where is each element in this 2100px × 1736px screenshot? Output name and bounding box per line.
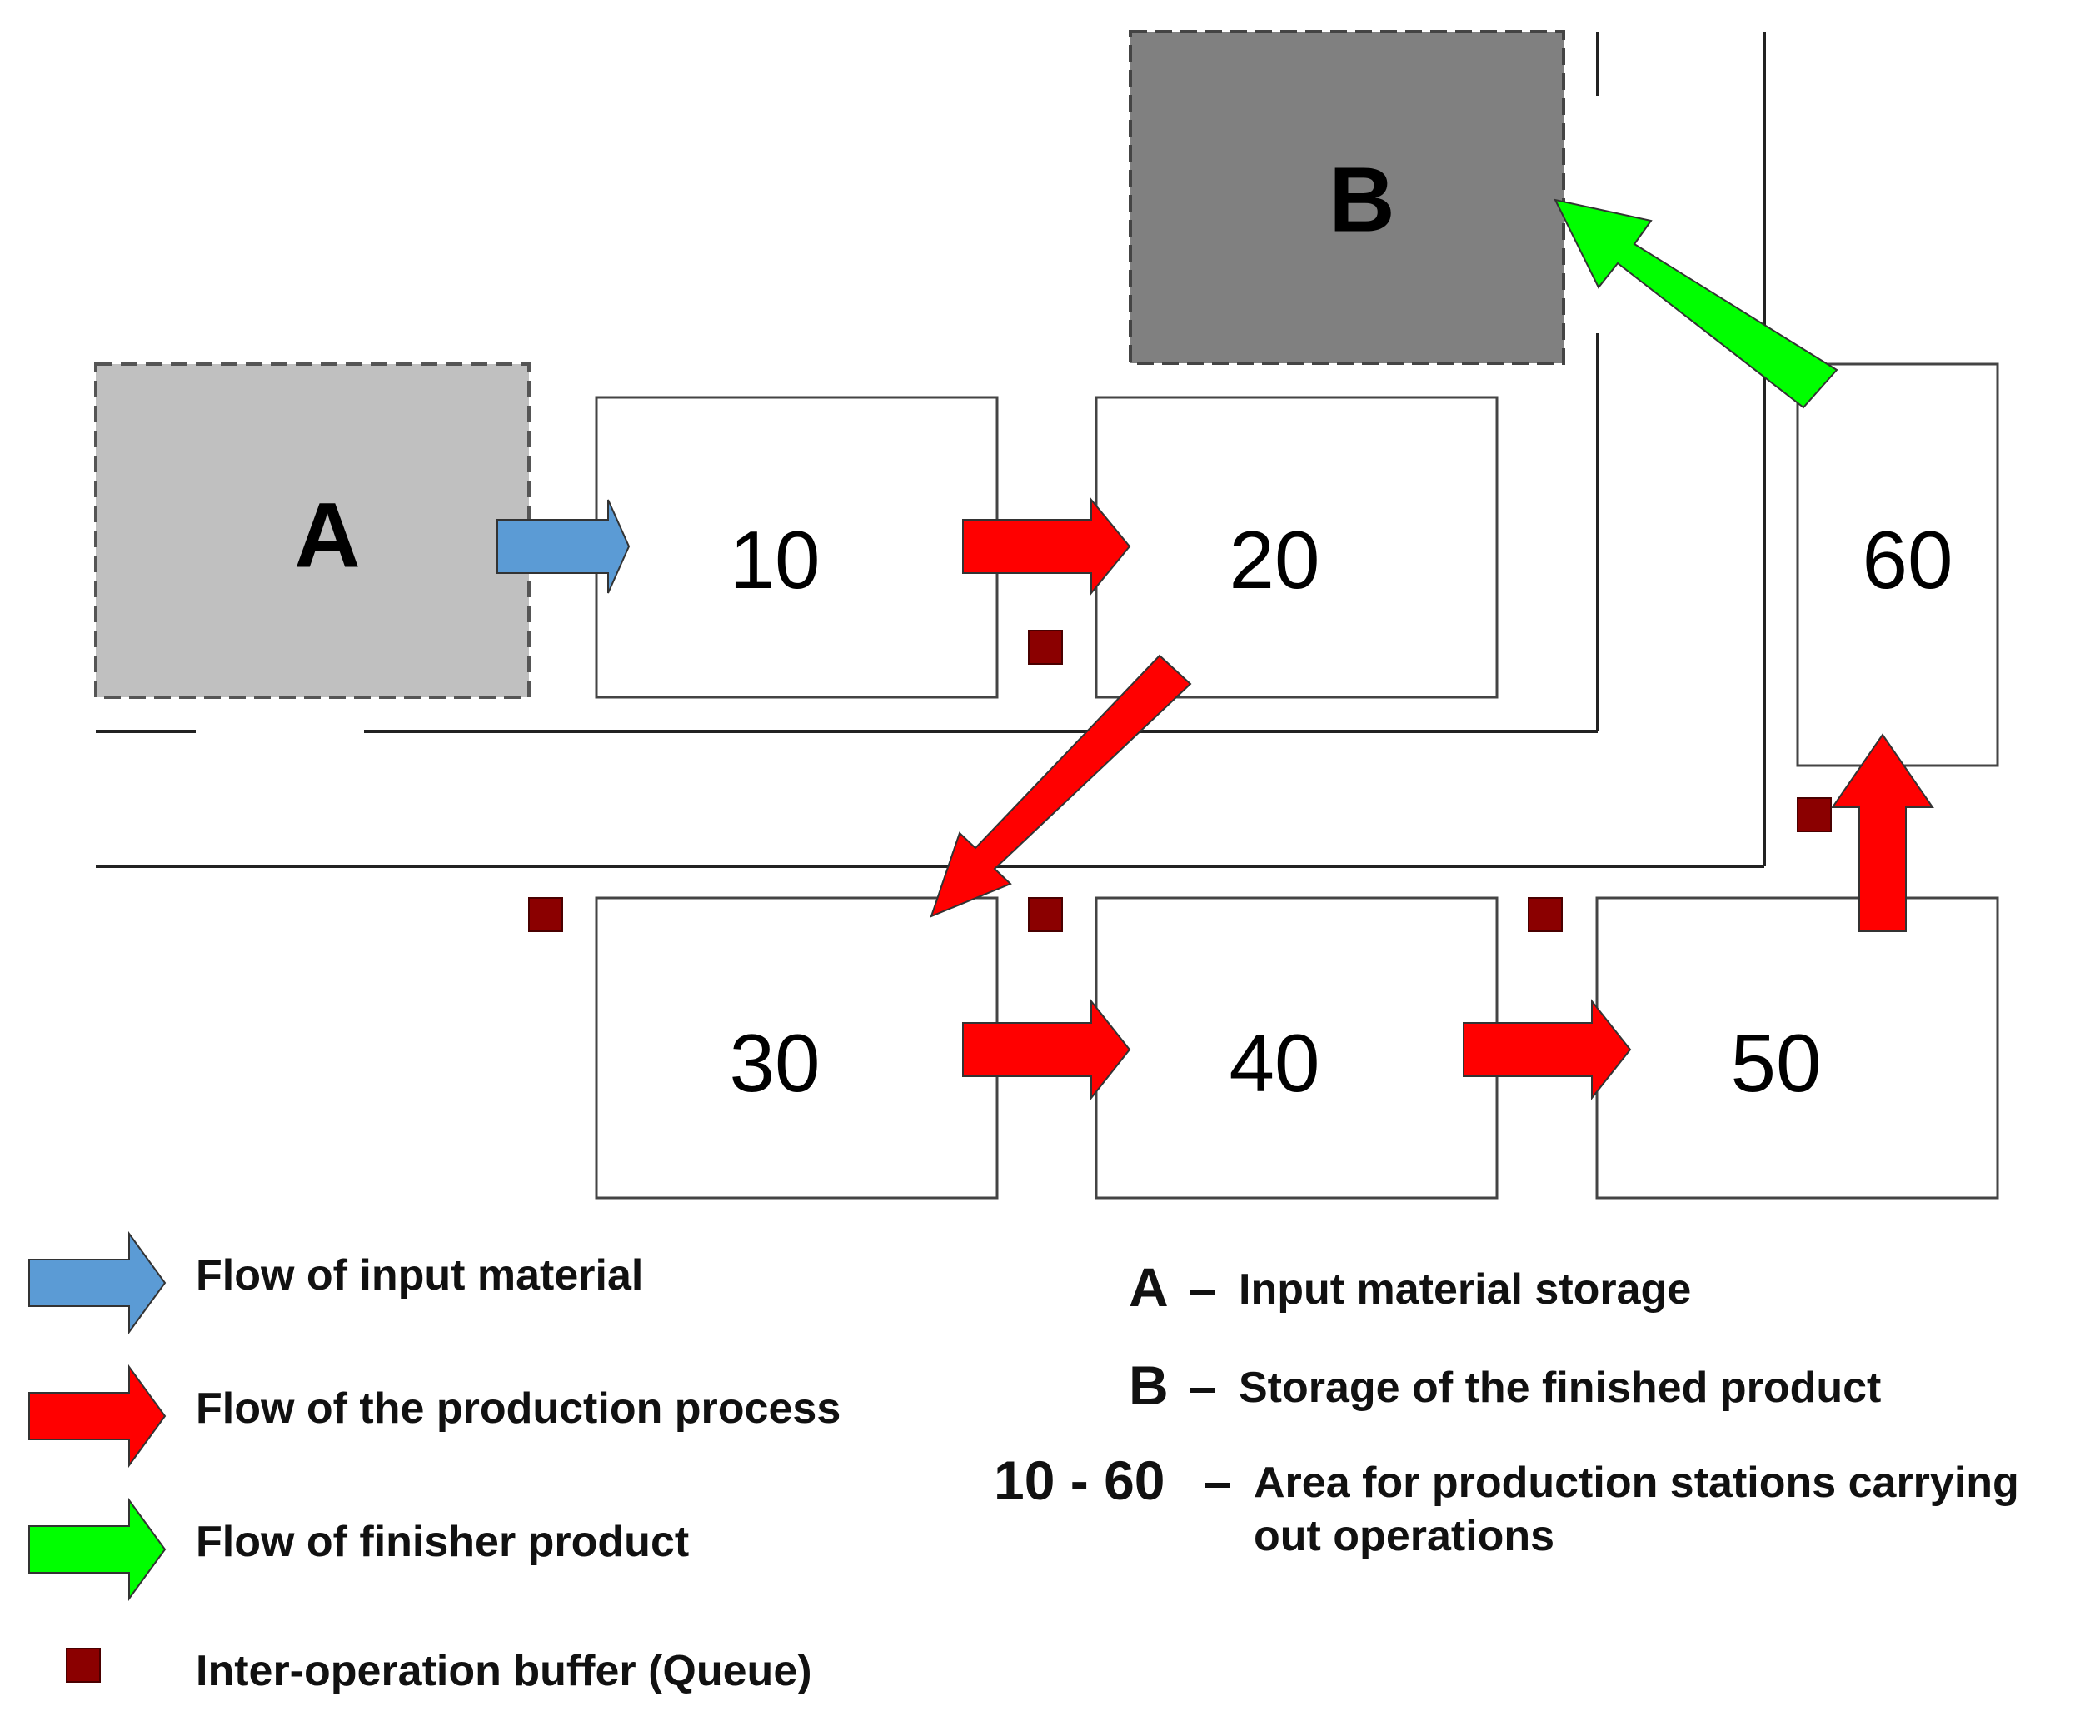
- key-a-code: A: [1129, 1256, 1169, 1318]
- legend-buffer-label: Inter-operation buffer (Queue): [196, 1647, 812, 1695]
- station-10-label: 10: [729, 514, 820, 606]
- storage-b-label: B: [1329, 149, 1394, 252]
- key-a-desc: Input material storage: [1239, 1265, 1692, 1314]
- legend-buffer-icon: [66, 1648, 101, 1683]
- key-range-desc: Area for production stations carrying ou…: [1254, 1459, 2019, 1560]
- station-10-area: [595, 396, 999, 699]
- buffer-square: [1028, 630, 1063, 665]
- buffer-square: [1028, 897, 1063, 932]
- station-30: 30: [595, 896, 999, 1200]
- legend-swatches: [28, 1230, 167, 1683]
- storage-a-label: A: [294, 485, 360, 587]
- station-60: 60: [1796, 362, 1999, 767]
- process-flow-arrow: [962, 497, 1131, 596]
- input-flow-arrow: [496, 499, 631, 594]
- legend-process-flow-icon: [28, 1364, 167, 1469]
- station-10: 10: [595, 396, 999, 699]
- process-flow-arrow: [1463, 999, 1632, 1100]
- station-50-label: 50: [1730, 1017, 1821, 1109]
- key-range-dash: –: [1204, 1454, 1232, 1509]
- station-40-area: [1095, 896, 1499, 1200]
- process-flow-arrow: [962, 999, 1131, 1100]
- station-30-area: [595, 896, 999, 1200]
- station-30-label: 30: [729, 1017, 820, 1109]
- buffer-square: [528, 897, 563, 932]
- storage-b: B: [1129, 30, 1565, 365]
- station-60-label: 60: [1862, 514, 1953, 606]
- station-60-area: [1796, 362, 1999, 767]
- corridor-lines: [96, 32, 1766, 868]
- storage-a: A: [94, 362, 531, 699]
- station-40: 40: [1095, 896, 1499, 1200]
- process-flow-arrow: [930, 654, 1192, 918]
- station-40-label: 40: [1229, 1017, 1319, 1109]
- station-20: 20: [1095, 396, 1499, 699]
- key-b-code: B: [1129, 1354, 1169, 1416]
- finished-flow-arrow: [1554, 198, 1838, 409]
- station-20-label: 20: [1229, 514, 1319, 606]
- storage-a-area: [94, 362, 531, 699]
- flow-arrows: [496, 198, 1934, 1100]
- buffer-square: [1797, 797, 1832, 832]
- key-a-dash: –: [1189, 1260, 1217, 1316]
- legend-input-flow-icon: [28, 1230, 167, 1335]
- legend-finished-flow-icon: [28, 1497, 167, 1602]
- legend-finished-flow-label: Flow of finisher product: [196, 1518, 690, 1566]
- legend-input-flow-label: Flow of input material: [196, 1251, 644, 1300]
- legend-process-flow-label: Flow of the production process: [196, 1384, 841, 1433]
- buffer-square: [1528, 897, 1563, 932]
- key-b-desc: Storage of the finished product: [1239, 1364, 1882, 1412]
- buffers: [528, 630, 1832, 932]
- process-flow-arrow: [1831, 733, 1934, 932]
- station-50: 50: [1595, 896, 1999, 1200]
- key-range-code: 10 - 60: [994, 1449, 1165, 1511]
- station-20-area: [1095, 396, 1499, 699]
- key-b-dash: –: [1189, 1359, 1217, 1414]
- storage-b-area: [1129, 30, 1565, 365]
